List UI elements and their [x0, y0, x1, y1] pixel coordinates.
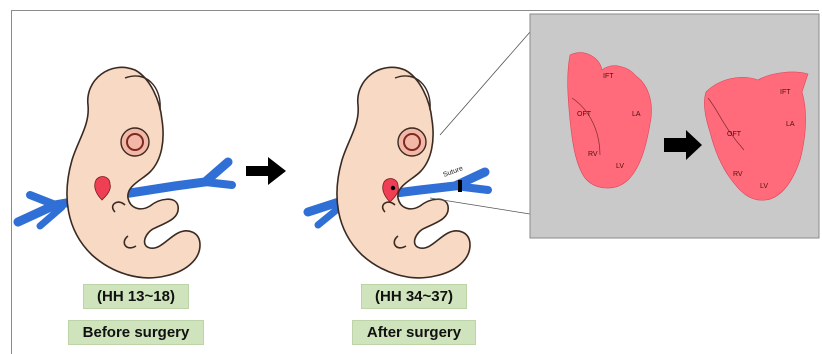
heart-inset: IFT OFT LA RV LV IFT OFT LA RV LV [530, 14, 819, 238]
embryo-after-surgery: Suture [308, 67, 488, 277]
inset-label: LV [616, 163, 624, 170]
inset-label: LA [786, 121, 795, 128]
suture-mark [458, 180, 462, 192]
embryo-before-surgery [18, 67, 232, 277]
stage-label-after: (HH 34~37) [361, 284, 467, 309]
inset-label: OFT [727, 131, 742, 138]
stage-label-before: (HH 13~18) [83, 284, 189, 309]
inset-label: LV [760, 183, 768, 190]
caption-before: Before surgery [68, 320, 204, 345]
zoom-line-top [440, 32, 530, 135]
arrow-icon [246, 157, 286, 185]
suture-label: Suture [442, 165, 464, 179]
inset-label: RV [588, 151, 598, 158]
inset-label: RV [733, 171, 743, 178]
embryo-body-before [67, 67, 200, 277]
caption-after: After surgery [352, 320, 476, 345]
eye [121, 128, 149, 156]
inset-label: OFT [577, 111, 592, 118]
eye [398, 128, 426, 156]
inset-label: IFT [603, 73, 614, 80]
inset-label: IFT [780, 89, 791, 96]
inset-label: LA [632, 111, 641, 118]
